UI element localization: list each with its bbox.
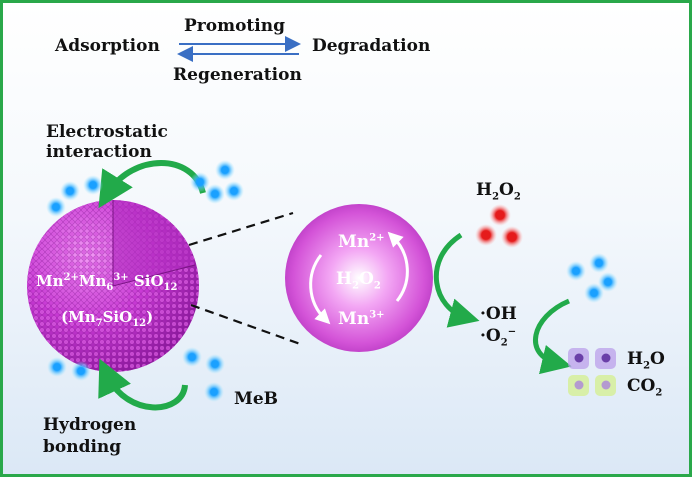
redox-cycle-arrow-right [387, 231, 409, 302]
promoting-label: Promoting [184, 16, 285, 36]
superoxide-radical-label: ·O2− [480, 326, 517, 349]
degradation-label: Degradation [312, 36, 431, 56]
h2o-product-icon [568, 348, 616, 369]
mn7sio12-sphere [27, 200, 199, 372]
adsorption-label: Adsorption [55, 36, 160, 56]
mn2-label: Mn2+ [338, 232, 385, 252]
regeneration-label: Regeneration [173, 65, 302, 85]
hydroxyl-radical-label: ·OH [480, 304, 517, 324]
meb-label: MeB [234, 389, 279, 409]
h2o2-molecule [475, 204, 523, 248]
diagram-artwork [27, 36, 618, 411]
mn-redox-circle [285, 204, 433, 352]
mineralization-arrow [533, 298, 572, 375]
co2-label: CO2 [627, 376, 663, 399]
h2o2-activation-arrow [433, 232, 480, 328]
electrostatic-arrow [98, 160, 206, 209]
mn-formula: Mn2+Mn63+ SiO12 [36, 272, 178, 293]
h2o2-center-label: H2O2 [336, 269, 381, 292]
redox-cycle-arrow-left [309, 254, 331, 325]
zoom-line-bottom [190, 303, 304, 347]
zoom-line-top [188, 211, 294, 247]
mn3-label: Mn3+ [338, 309, 385, 329]
mn7sio12-formula: (Mn7SiO12) [61, 308, 154, 329]
h2o2-label: H2O2 [476, 180, 521, 203]
hydrogen-bond-arrow [98, 358, 188, 411]
h2o-label: H2O [627, 349, 665, 372]
co2-product-icon [568, 375, 616, 396]
meb-molecules [46, 160, 618, 402]
